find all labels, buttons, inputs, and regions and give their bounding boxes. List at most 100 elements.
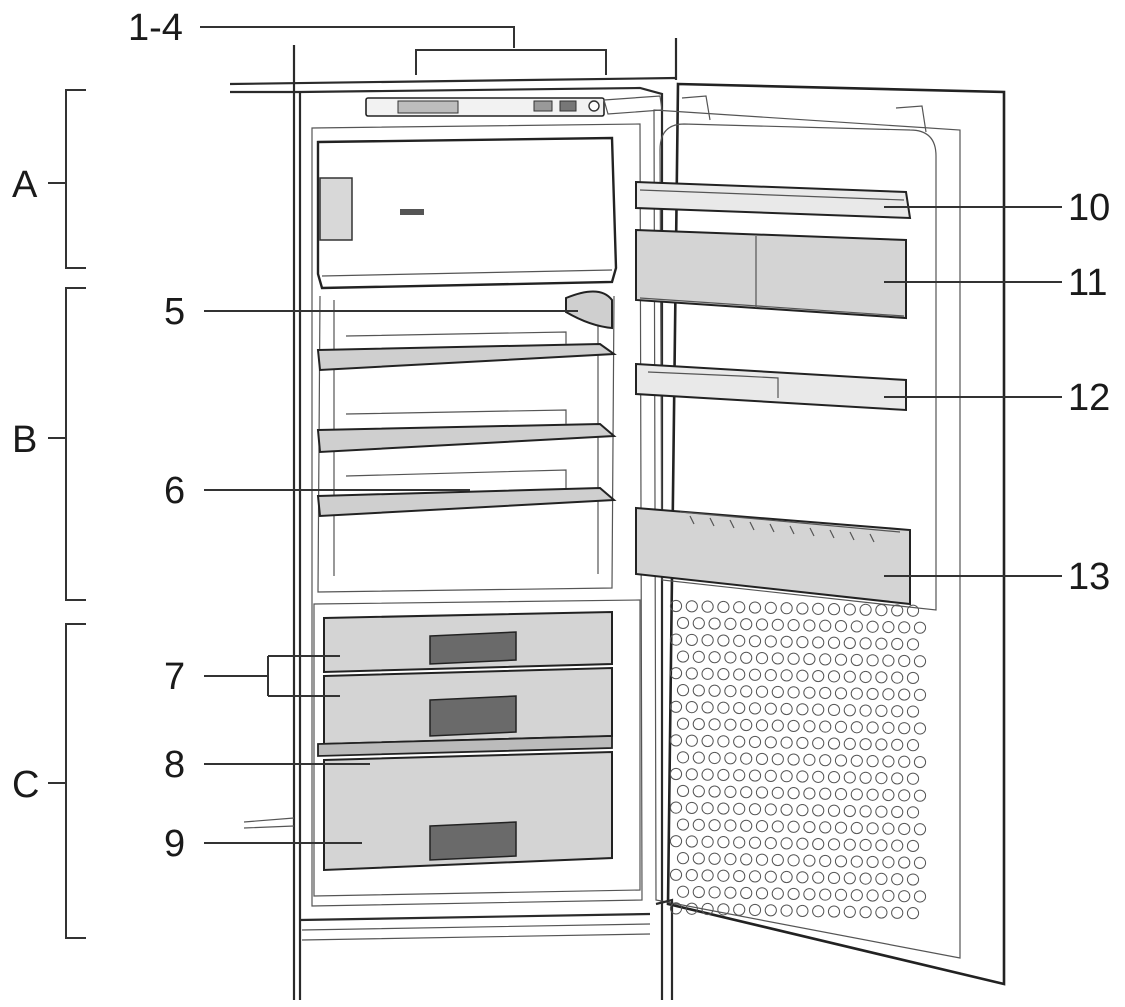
liner-dimple [780,602,793,615]
liner-dimple [882,889,895,902]
liner-dimple [796,871,809,884]
zone-label-a: A [12,164,38,206]
liner-dimple [685,768,698,781]
callout-7: 7 [164,656,185,698]
callout-6: 6 [164,470,185,512]
liner-dimple [898,621,911,634]
liner-dimple [669,902,683,915]
liner-dimple [796,602,809,615]
liner-dimple [906,839,920,853]
liner-dimple [859,906,872,919]
liner-dimple [882,620,895,634]
liner-dimple [717,701,730,714]
liner-dimple [819,888,832,901]
liner-dimple [812,669,825,683]
liner-dimple [913,621,927,634]
door-shelf-12 [635,362,907,412]
liner-dimple [771,652,784,665]
liner-dimple [708,852,721,865]
liner-dimple [755,786,769,799]
liner-dimple [827,603,841,616]
liner-dimple [701,667,714,680]
liner-dimple [764,601,777,614]
liner-dimple [748,836,762,849]
liner-dimple [748,735,762,749]
liner-dimple [717,668,730,681]
callout-1-4: 1-4 [128,7,183,49]
liner-dimple [717,802,730,815]
liner-dimple [724,752,737,765]
liner-dimple [796,669,809,682]
liner-dimple [740,618,753,631]
liner-dimple [764,668,777,682]
liner-dimple [882,788,895,802]
liner-dimple [771,719,784,732]
liner-dimple [676,616,690,630]
liner-dimple [724,886,737,899]
liner-dimple [827,670,841,683]
liner-dimple [827,804,841,817]
liner-dimple [796,904,809,918]
liner-dimple [748,635,762,648]
liner-dimple [740,718,753,732]
liner-dimple [812,770,825,783]
liner-dimple [755,618,769,631]
liner-dimple [913,823,927,836]
liner-dimple [764,870,777,883]
liner-dimple [717,634,730,647]
liner-dimple [780,669,793,682]
liner-dimple [685,734,698,747]
liner-dimple [859,771,872,784]
liner-dimple [755,719,769,732]
liner-dimple [764,702,777,715]
liner-dimple [724,617,737,630]
liner-dimple [748,803,762,816]
liner-dimple [724,684,737,698]
liner-dimple [764,635,777,648]
liner-dimple [891,671,904,684]
liner-dimple [834,720,848,734]
liner-dimple [701,835,714,848]
liner-dimple [669,734,683,747]
liner-dimple [708,718,721,731]
liner-dimple [787,652,800,665]
liner-dimple [843,905,856,918]
liner-dimple [787,686,800,699]
liner-dimple [717,600,730,614]
liner-dimple [764,904,777,917]
liner-dimple [764,803,777,816]
liner-dimple [875,604,888,617]
liner-dimple [866,788,879,801]
liner-dimple [748,668,762,681]
liner-dimple [701,701,714,714]
liner-dimple [812,636,825,649]
liner-dimple [913,755,927,769]
liner-dimple [834,788,848,801]
liner-dimple [850,788,863,801]
liner-dimple [676,751,690,764]
liner-dimple [676,684,690,697]
liner-dimple [891,772,904,785]
liner-dimple [780,770,793,783]
liner-dimple [866,855,879,869]
liner-dimple [819,787,832,800]
liner-dimple [676,885,690,898]
liner-dimple [875,805,888,818]
liner-dimple [685,902,698,915]
liner-dimple [692,852,705,865]
liner-dimple [787,619,800,632]
liner-dimple [866,755,879,768]
liner-dimple [906,604,920,617]
liner-dimple [843,636,856,650]
liner-dimple [843,737,856,750]
liner-dimple [676,784,690,798]
liner-dimple [803,686,816,699]
liner-dimple [866,889,879,902]
liner-dimple [755,652,769,665]
liner-dimple [692,785,705,798]
door-shelf-13 [635,506,911,606]
liner-dimple [891,805,904,819]
liner-dimple [898,890,911,903]
liner-dimple [843,771,856,784]
